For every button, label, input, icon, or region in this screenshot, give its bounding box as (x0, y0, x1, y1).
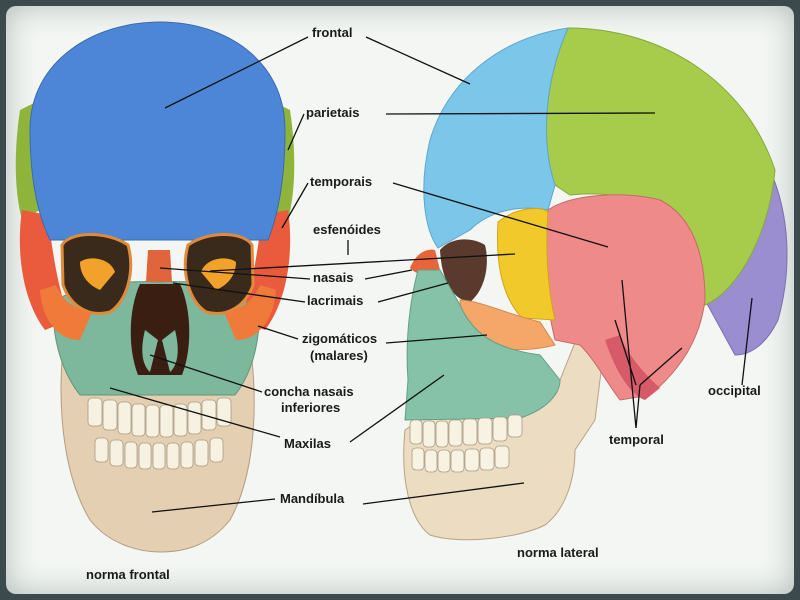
label-concha-line2: inferiores (281, 401, 340, 415)
leader-frontal-right (366, 37, 470, 84)
label-zigomaticos: zigomáticos (302, 332, 377, 346)
label-esfenoides: esfenóides (313, 223, 381, 237)
label-frontal: frontal (312, 26, 352, 40)
label-mandibula: Mandíbula (280, 492, 344, 506)
label-temporal: temporal (609, 433, 664, 447)
nasal-bones-frontal (146, 250, 172, 282)
label-maxilas: Maxilas (284, 437, 331, 451)
nasal-cavity (131, 284, 190, 375)
sphenoid-lateral (497, 208, 555, 320)
caption-lateral-view: norma lateral (517, 545, 599, 560)
label-concha-line1: concha nasais (264, 385, 354, 399)
label-lacrimais: lacrimais (307, 294, 363, 308)
leader-nasais-right (365, 270, 412, 279)
label-occipital: occipital (708, 384, 761, 398)
leader-zigomaticos-left (258, 326, 298, 339)
frontal-bone (30, 22, 285, 240)
label-nasais: nasais (313, 271, 353, 285)
lateral-skull (404, 28, 787, 540)
label-temporais: temporais (310, 175, 372, 189)
caption-frontal-view: norma frontal (86, 567, 170, 582)
frontal-skull (16, 22, 295, 552)
label-parietais: parietais (306, 106, 359, 120)
label-malares: (malares) (310, 349, 368, 363)
